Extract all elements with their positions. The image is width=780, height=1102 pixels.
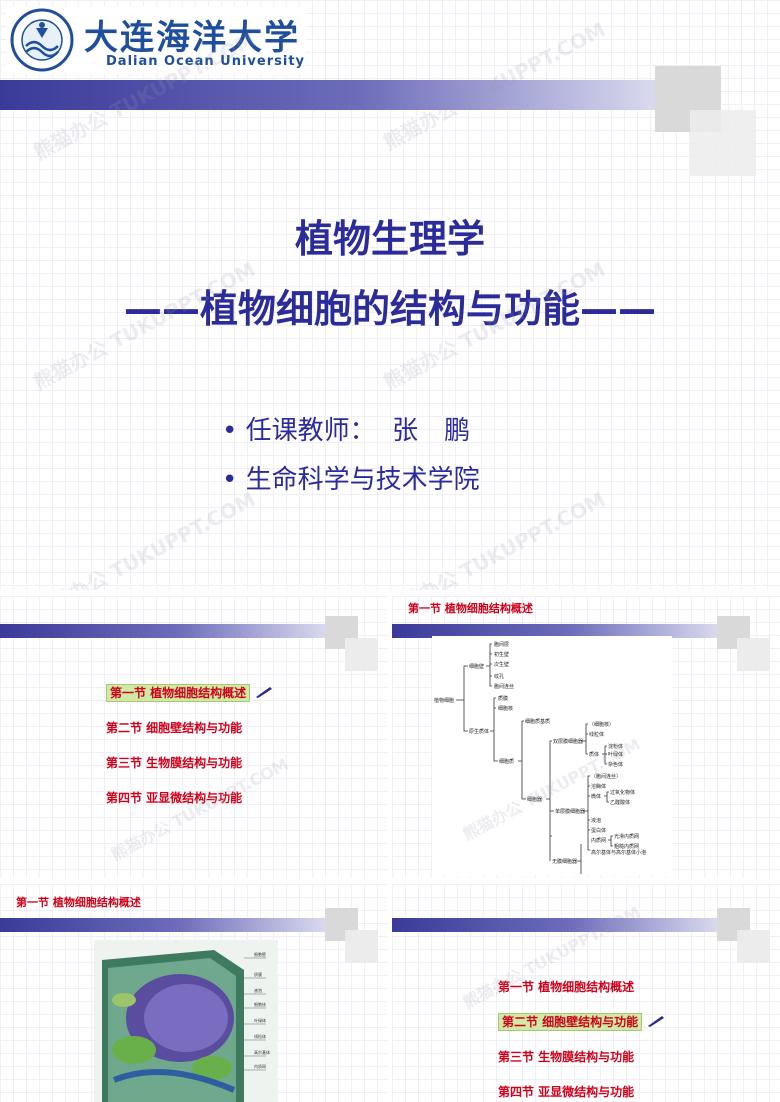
tree-wall: 细胞壁 [469,663,484,670]
tree-root: 植物细胞 [434,697,454,704]
svg-text:杂色体: 杂色体 [608,761,623,768]
slide-title: 第一节 植物细胞结构概述 [16,896,141,909]
toc-list: 第一节 植物细胞结构概述 第二节 细胞壁结构与功能 第三节 生物膜结构与功能 第… [106,684,274,806]
svg-text:过氧化物体: 过氧化物体 [610,789,635,796]
seal-icon [10,8,74,72]
svg-text:纹孔: 纹孔 [494,673,504,680]
toc-item-2[interactable]: 第二节 细胞壁结构与功能 [498,1013,666,1031]
toc-item-2[interactable]: 第二节 细胞壁结构与功能 [106,721,243,735]
svg-text:内质网: 内质网 [591,837,606,844]
svg-text:细胞壁: 细胞壁 [254,951,266,957]
svg-text:单层膜细胞器: 单层膜细胞器 [555,808,585,815]
bullet-dot-icon: • [222,416,238,446]
thumb-header-bar [0,624,325,638]
watermark: 熊猫办公 TUKUPPT.COM [29,487,260,590]
deco-square [345,930,378,963]
title-line-1: 植物生理学 [294,217,485,261]
svg-text:（胞间连丝）: （胞间连丝） [591,773,621,780]
plant-cell-illustration: 细胞壁 质膜 液泡 细胞核 叶绿体 线粒体 高尔基体 内质网 [94,940,278,1102]
svg-text:叶绿体: 叶绿体 [608,751,623,758]
bullet-list: • 任课教师： 张 鹏 • 生命科学与技术学院 [222,410,480,496]
svg-text:液泡: 液泡 [254,987,262,993]
university-logo: 大连海洋大学 Dalian Ocean University [6,6,306,74]
toc-item-4[interactable]: 第四节 亚显微结构与功能 [498,1085,635,1099]
svg-text:细胞质基质: 细胞质基质 [525,718,550,725]
svg-text:光滑内质网: 光滑内质网 [614,833,639,840]
svg-text:质体: 质体 [589,751,599,758]
svg-text:溶酶体: 溶酶体 [591,783,606,790]
thumb-header-bar [0,918,325,932]
svg-text:胞间连丝: 胞间连丝 [494,683,514,690]
svg-text:无膜细胞器: 无膜细胞器 [552,858,577,865]
tree-cytoplasm: 细胞质 [499,758,514,765]
svg-text:双层膜细胞器: 双层膜细胞器 [553,738,583,745]
svg-text:线粒体: 线粒体 [589,731,604,738]
logo-english-name: Dalian Ocean University [106,54,306,69]
deco-square-2 [690,110,756,176]
svg-text:乙醛酸体: 乙醛酸体 [610,799,630,806]
toc-item-1[interactable]: 第一节 植物细胞结构概述 [106,684,274,702]
svg-text:线粒体: 线粒体 [254,1033,266,1039]
thumb-header-bar [392,624,717,638]
toc-item-3[interactable]: 第三节 生物膜结构与功能 [498,1050,635,1064]
watermark: 熊猫办公 TUKUPPT.COM [379,487,610,590]
main-slide: 大连海洋大学 Dalian Ocean University 植物生理学 ——植… [0,0,780,590]
logo-chinese-name: 大连海洋大学 [84,18,300,58]
bullet-text: 生命科学与技术学院 [245,465,480,495]
toc-item-4[interactable]: 第四节 亚显微结构与功能 [106,791,243,805]
toc-item-3[interactable]: 第三节 生物膜结构与功能 [106,756,243,770]
thumbnail-slide-4[interactable]: 第一节 植物细胞结构概述 第二节 细胞壁结构与功能 第三节 生物膜结构与功能 第… [392,884,780,1102]
thumbnail-slide-2[interactable]: 第一节 植物细胞结构概述 植物细胞 细胞壁 胞间层 初生壁 次生壁 纹孔 胞间连… [392,596,780,878]
svg-text:胞间层: 胞间层 [494,641,509,648]
cell-structure-tree: 植物细胞 细胞壁 胞间层 初生壁 次生壁 纹孔 胞间连丝 原生质体 质膜 细胞核… [432,636,672,876]
svg-text:细胞核: 细胞核 [498,705,513,712]
svg-text:质膜: 质膜 [254,971,262,977]
slide-title: 第一节 植物细胞结构概述 [408,602,533,615]
title-line-2: ——植物细胞的结构与功能—— [123,287,656,331]
svg-text:内质网: 内质网 [254,1063,266,1069]
svg-text:（细胞核）: （细胞核） [589,721,614,728]
toc-list: 第一节 植物细胞结构概述 第二节 细胞壁结构与功能 第三节 生物膜结构与功能 第… [498,978,666,1100]
bullet-item: • 生命科学与技术学院 [222,459,480,496]
bullet-text: 任课教师： 张 鹏 [245,416,471,446]
svg-text:淀粉体: 淀粉体 [608,743,623,750]
svg-text:微体: 微体 [591,793,601,800]
svg-text:蛋白体: 蛋白体 [591,827,606,834]
pen-icon [256,687,273,698]
thumb-header-bar [392,918,717,932]
toc-item-1[interactable]: 第一节 植物细胞结构概述 [498,980,635,994]
svg-text:叶绿体: 叶绿体 [254,1017,266,1023]
deco-square [737,638,770,671]
deco-square [737,930,770,963]
thumbnail-slide-1[interactable]: 第一节 植物细胞结构概述 第二节 细胞壁结构与功能 第三节 生物膜结构与功能 第… [0,596,388,878]
svg-text:质膜: 质膜 [498,695,508,702]
svg-text:粗糙内质网: 粗糙内质网 [614,843,639,850]
svg-text:液泡: 液泡 [591,817,601,824]
svg-text:细胞核: 细胞核 [254,1001,266,1007]
bullet-item: • 任课教师： 张 鹏 [222,410,480,447]
tree-organelles: 细胞器 [527,796,542,803]
header-bar [0,80,655,110]
deco-square [345,638,378,671]
pen-icon [648,1016,665,1027]
svg-text:次生壁: 次生壁 [494,661,509,668]
svg-text:高尔基体: 高尔基体 [254,1049,270,1055]
bullet-dot-icon: • [222,465,238,495]
svg-text:高尔基体与高尔基体小泡: 高尔基体与高尔基体小泡 [591,849,646,856]
tree-protoplast: 原生质体 [469,728,489,735]
thumbnail-slide-3[interactable]: 第一节 植物细胞结构概述 细胞壁 质膜 液泡 细胞核 叶绿体 线粒体 高尔基体 … [0,884,388,1102]
svg-text:初生壁: 初生壁 [494,651,509,658]
